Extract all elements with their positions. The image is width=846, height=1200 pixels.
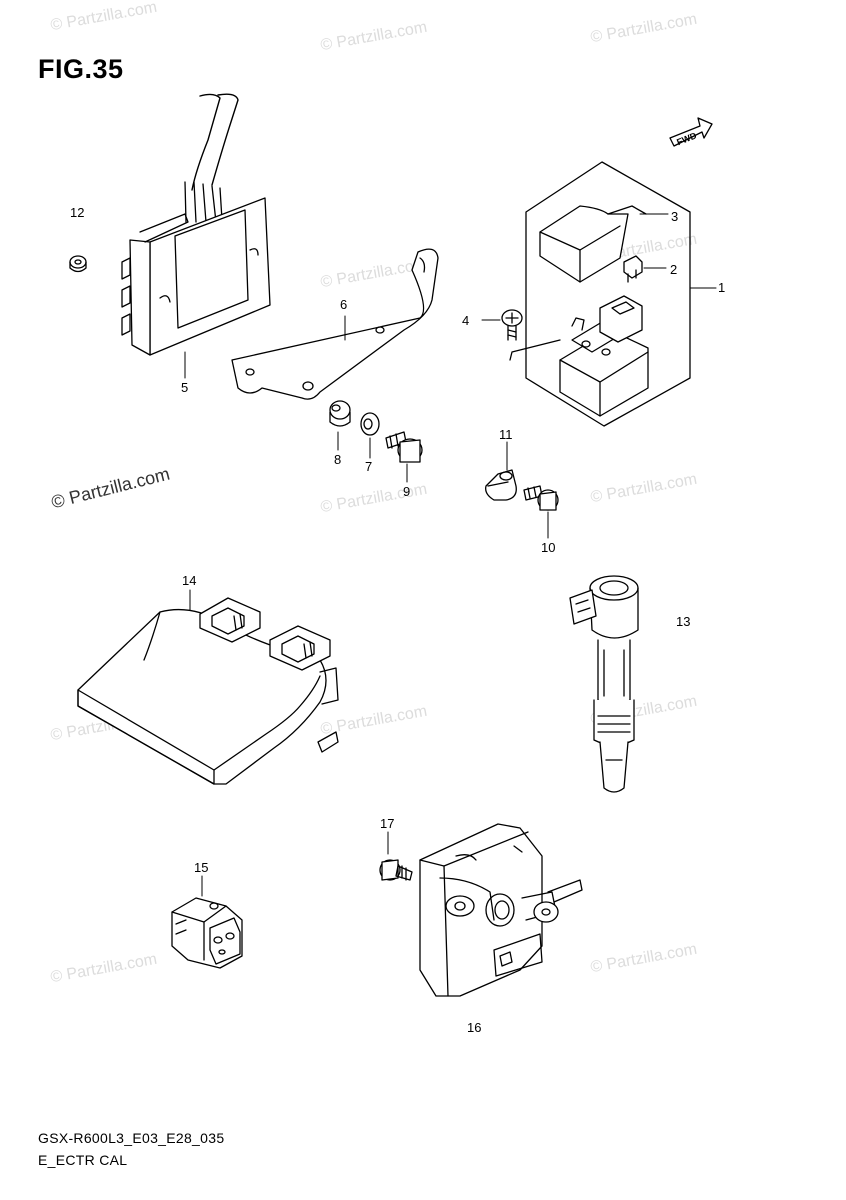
actuator-16	[420, 824, 582, 996]
callout-14: 14	[182, 573, 197, 588]
callout-3: 3	[671, 209, 679, 224]
callout-17: 17	[380, 816, 395, 831]
regulator-5	[122, 94, 270, 378]
sensor-15	[172, 876, 242, 968]
callout-5: 5	[181, 380, 189, 395]
fwd-label: FWD	[675, 130, 698, 147]
callout-12: 12	[70, 205, 85, 220]
grommet-12	[70, 256, 86, 272]
callout-10: 10	[541, 540, 556, 555]
callout-6: 6	[340, 297, 348, 312]
callout-2: 2	[670, 262, 678, 277]
bolt-9	[386, 432, 422, 482]
callout-7: 7	[365, 459, 373, 474]
callout-15: 15	[194, 860, 209, 875]
bracket-6	[232, 249, 438, 399]
bolt-17	[380, 832, 412, 880]
bolt-10	[524, 486, 558, 538]
fwd-arrow-icon: FWD	[670, 118, 712, 147]
callout-9: 9	[403, 484, 411, 499]
section-name: E_ECTR CAL	[38, 1152, 128, 1168]
ecm-14	[78, 590, 338, 784]
callout-8: 8	[334, 452, 342, 467]
callout-16: 16	[467, 1020, 482, 1035]
diagram-code: GSX-R600L3_E03_E28_035	[38, 1130, 225, 1146]
starter-relay-assembly-1	[510, 162, 716, 426]
callout-4: 4	[462, 313, 470, 328]
callout-1: 1	[718, 280, 726, 295]
ignition-coil-13	[570, 576, 638, 792]
clamp-11	[486, 442, 517, 500]
screw-4	[482, 310, 522, 340]
washer-7	[361, 413, 379, 458]
callout-13: 13	[676, 614, 691, 629]
callout-11: 11	[499, 427, 513, 442]
figure-title: FIG.35	[38, 54, 124, 84]
grommet-8	[330, 401, 350, 450]
